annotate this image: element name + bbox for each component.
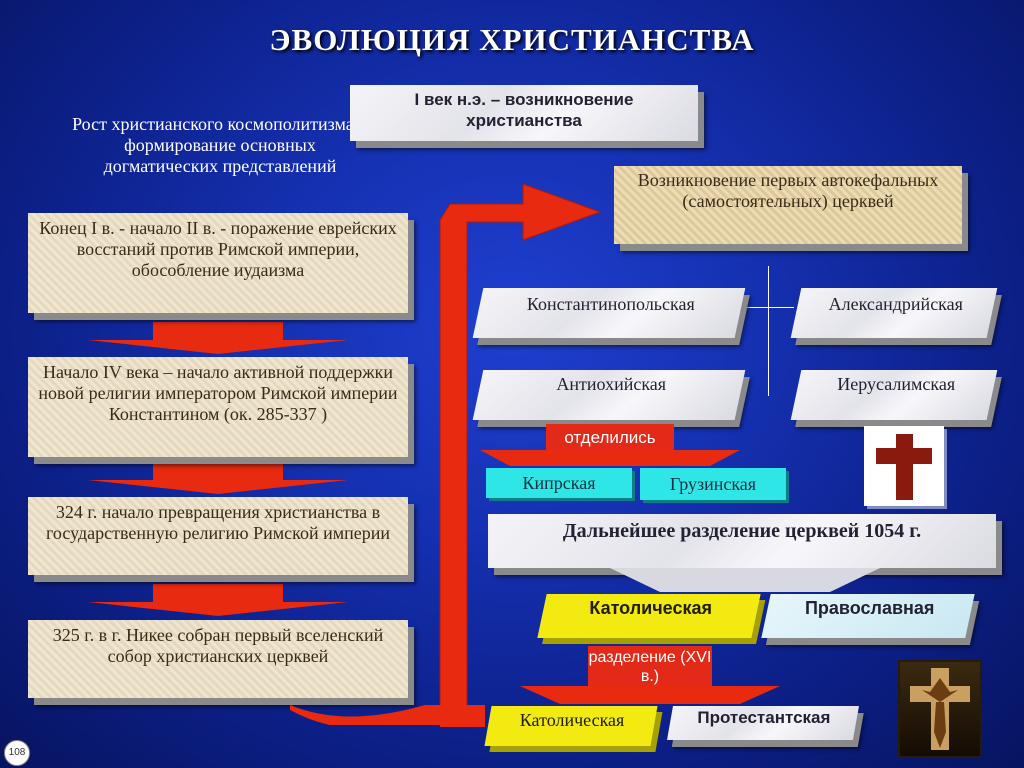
cross-icon-box [864, 426, 944, 506]
division-label-text: разделение (XVI в.) [588, 649, 712, 685]
main-arrow [290, 183, 602, 725]
bottom-arrow-bar [440, 705, 485, 727]
church-constantinople: Константинопольская [472, 288, 746, 338]
cross-icon [876, 434, 932, 500]
step-box-1-text: Конец I в. - начало II в. - поражение ев… [39, 218, 397, 280]
church-orthodox: Православная [761, 594, 975, 638]
division-arrow [520, 686, 780, 704]
church-protestant-text: Протестантская [697, 708, 831, 727]
further-division-box: Дальнейшее разделение церквей 1054 г. [488, 514, 996, 568]
church-cyprus-text: Кипрская [522, 473, 596, 493]
top-box: I век н.э. – возникновение христианства [350, 85, 698, 141]
step-box-3: 324 г. начало превращения христианства в… [28, 497, 408, 575]
separated-label: отделились [546, 424, 674, 452]
tree-line-vertical [768, 266, 769, 396]
autocephalous-text: Возникновение первых автокефальных (само… [637, 170, 939, 211]
slide-number-badge: 108 [4, 740, 30, 766]
bottom-hook-arrow [290, 705, 485, 725]
division-arrow-shape [520, 686, 780, 704]
further-division-text: Дальнейшее разделение церквей 1054 г. [562, 520, 922, 542]
crucifix-icon [910, 668, 970, 750]
church-jerusalem-text: Иерусалимская [837, 374, 956, 394]
further-division-arrow [610, 568, 880, 592]
further-division-arrow-shape [610, 568, 880, 592]
church-catholic-text: Католическая [589, 598, 712, 618]
connector-2 [153, 462, 283, 480]
connector-3 [153, 584, 283, 602]
connector-1 [153, 322, 283, 340]
church-antioch-text: Антиохийская [556, 374, 667, 394]
step-box-1: Конец I в. - начало II в. - поражение ев… [28, 213, 408, 313]
separated-arrow-shape [480, 450, 740, 466]
church-antioch: Антиохийская [472, 370, 746, 420]
step-box-4: 325 г. в г. Никее собран первый вселенск… [28, 620, 408, 698]
top-box-text: I век н.э. – возникновение христианства [414, 90, 634, 130]
church-catholic-2-text: Католическая [519, 710, 625, 730]
step-box-2-text: Начало IV века – начало активной поддерж… [38, 362, 398, 424]
church-jerusalem: Иерусалимская [790, 370, 998, 420]
church-alexandria-text: Александрийская [828, 294, 963, 314]
church-protestant: Протестантская [667, 706, 859, 740]
connector-2-arrow [88, 480, 348, 494]
left-caption-text: Рост христианского космополитизма и форм… [72, 114, 368, 176]
connector-1-arrow [88, 340, 348, 354]
main-arrow-shape [439, 183, 602, 721]
church-alexandria: Александрийская [790, 288, 998, 338]
connector-3-arrow [88, 602, 348, 616]
church-orthodox-text: Православная [804, 598, 935, 618]
tree-line-horizontal [742, 307, 794, 308]
church-catholic-2: Католическая [484, 706, 658, 746]
crucifix-image [898, 660, 982, 758]
separated-label-text: отделились [564, 428, 656, 447]
step-box-4-text: 325 г. в г. Никее собран первый вселенск… [52, 625, 384, 666]
church-georgia: Грузинская [640, 468, 786, 500]
church-catholic: Католическая [537, 594, 761, 638]
church-cyprus: Кипрская [486, 468, 632, 498]
step-box-2: Начало IV века – начало активной поддерж… [28, 357, 408, 457]
separated-arrow [480, 450, 740, 466]
slide-number-text: 108 [8, 747, 26, 758]
left-caption: Рост христианского космополитизма и форм… [70, 114, 370, 177]
division-label: разделение (XVI в.) [588, 646, 712, 688]
autocephalous-box: Возникновение первых автокефальных (само… [614, 166, 962, 244]
church-constantinople-text: Константинопольская [526, 294, 695, 314]
page-title: ЭВОЛЮЦИЯ ХРИСТИАНСТВА [269, 22, 755, 57]
church-georgia-text: Грузинская [669, 474, 757, 494]
step-box-3-text: 324 г. начало превращения христианства в… [45, 502, 391, 543]
